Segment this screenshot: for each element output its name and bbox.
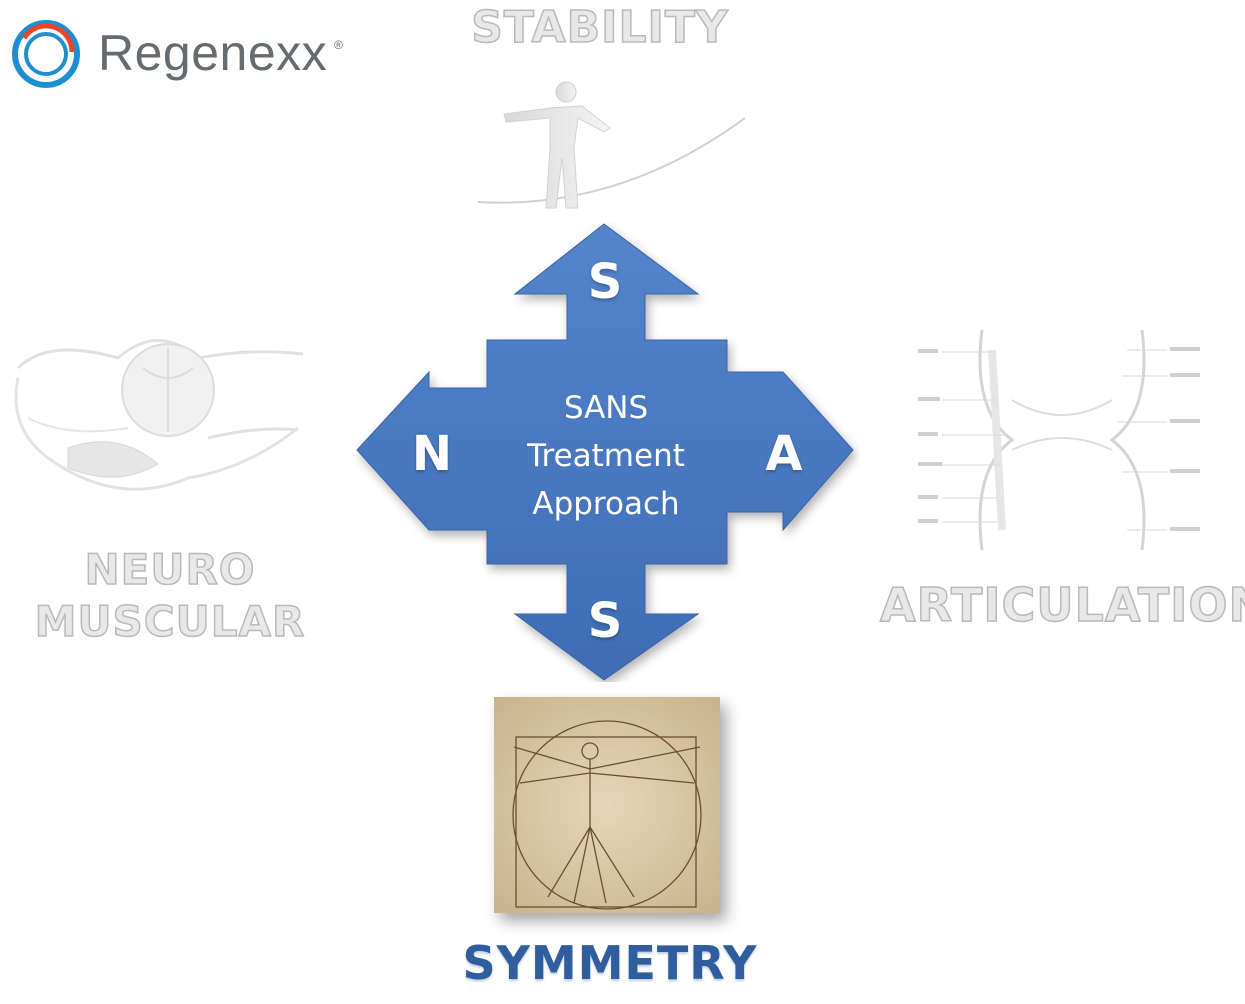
neuromuscular-label: NEURO MUSCULAR — [20, 544, 320, 648]
spinal-cord-illustration — [14, 339, 304, 491]
regenexx-ring-icon — [12, 20, 80, 88]
logo-wordmark: Regenexx — [98, 25, 328, 81]
articulation-arrow-letter: A — [765, 426, 803, 482]
center-text-line2: Treatment — [527, 438, 685, 474]
sans-treatment-approach-text: SANS Treatment Approach — [500, 384, 712, 528]
vitruvian-man-illustration — [494, 697, 720, 913]
center-text-line1: SANS — [563, 390, 649, 426]
registered-mark: ® — [334, 38, 343, 52]
regenexx-logo: Regenexx ® — [10, 14, 350, 94]
articulation-label: ARTICULATION — [879, 577, 1245, 633]
neuro-label-line2: MUSCULAR — [34, 596, 306, 647]
symmetry-arrow-letter: S — [587, 593, 623, 649]
sans-cross-diagram — [356, 223, 854, 681]
knee-joint-illustration — [918, 330, 1200, 550]
stability-label: STABILITY — [470, 1, 729, 54]
neuro-label-line1: NEURO — [84, 544, 256, 595]
neuromuscular-arrow-letter: N — [411, 426, 453, 482]
center-text-line3: Approach — [532, 486, 680, 522]
symmetry-label: SYMMETRY — [462, 936, 758, 990]
cross-arrow-shape — [356, 223, 854, 681]
tightrope-walker-illustration — [477, 81, 746, 209]
stability-arrow-letter: S — [587, 254, 623, 310]
